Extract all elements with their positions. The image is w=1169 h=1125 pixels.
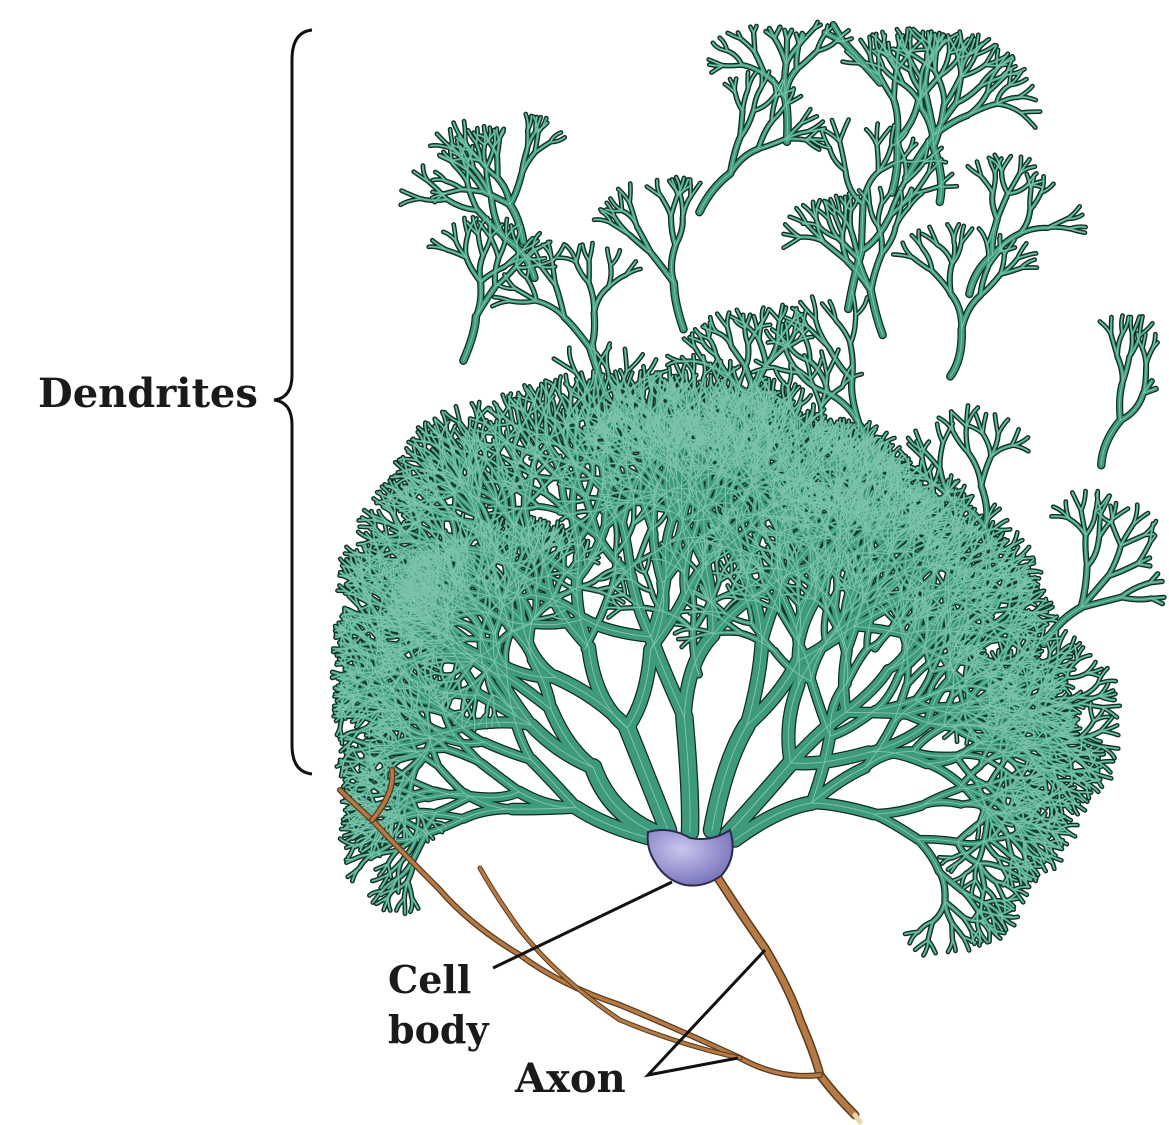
dendritic-tree xyxy=(332,22,1164,955)
dendrites-bracket xyxy=(274,30,312,774)
